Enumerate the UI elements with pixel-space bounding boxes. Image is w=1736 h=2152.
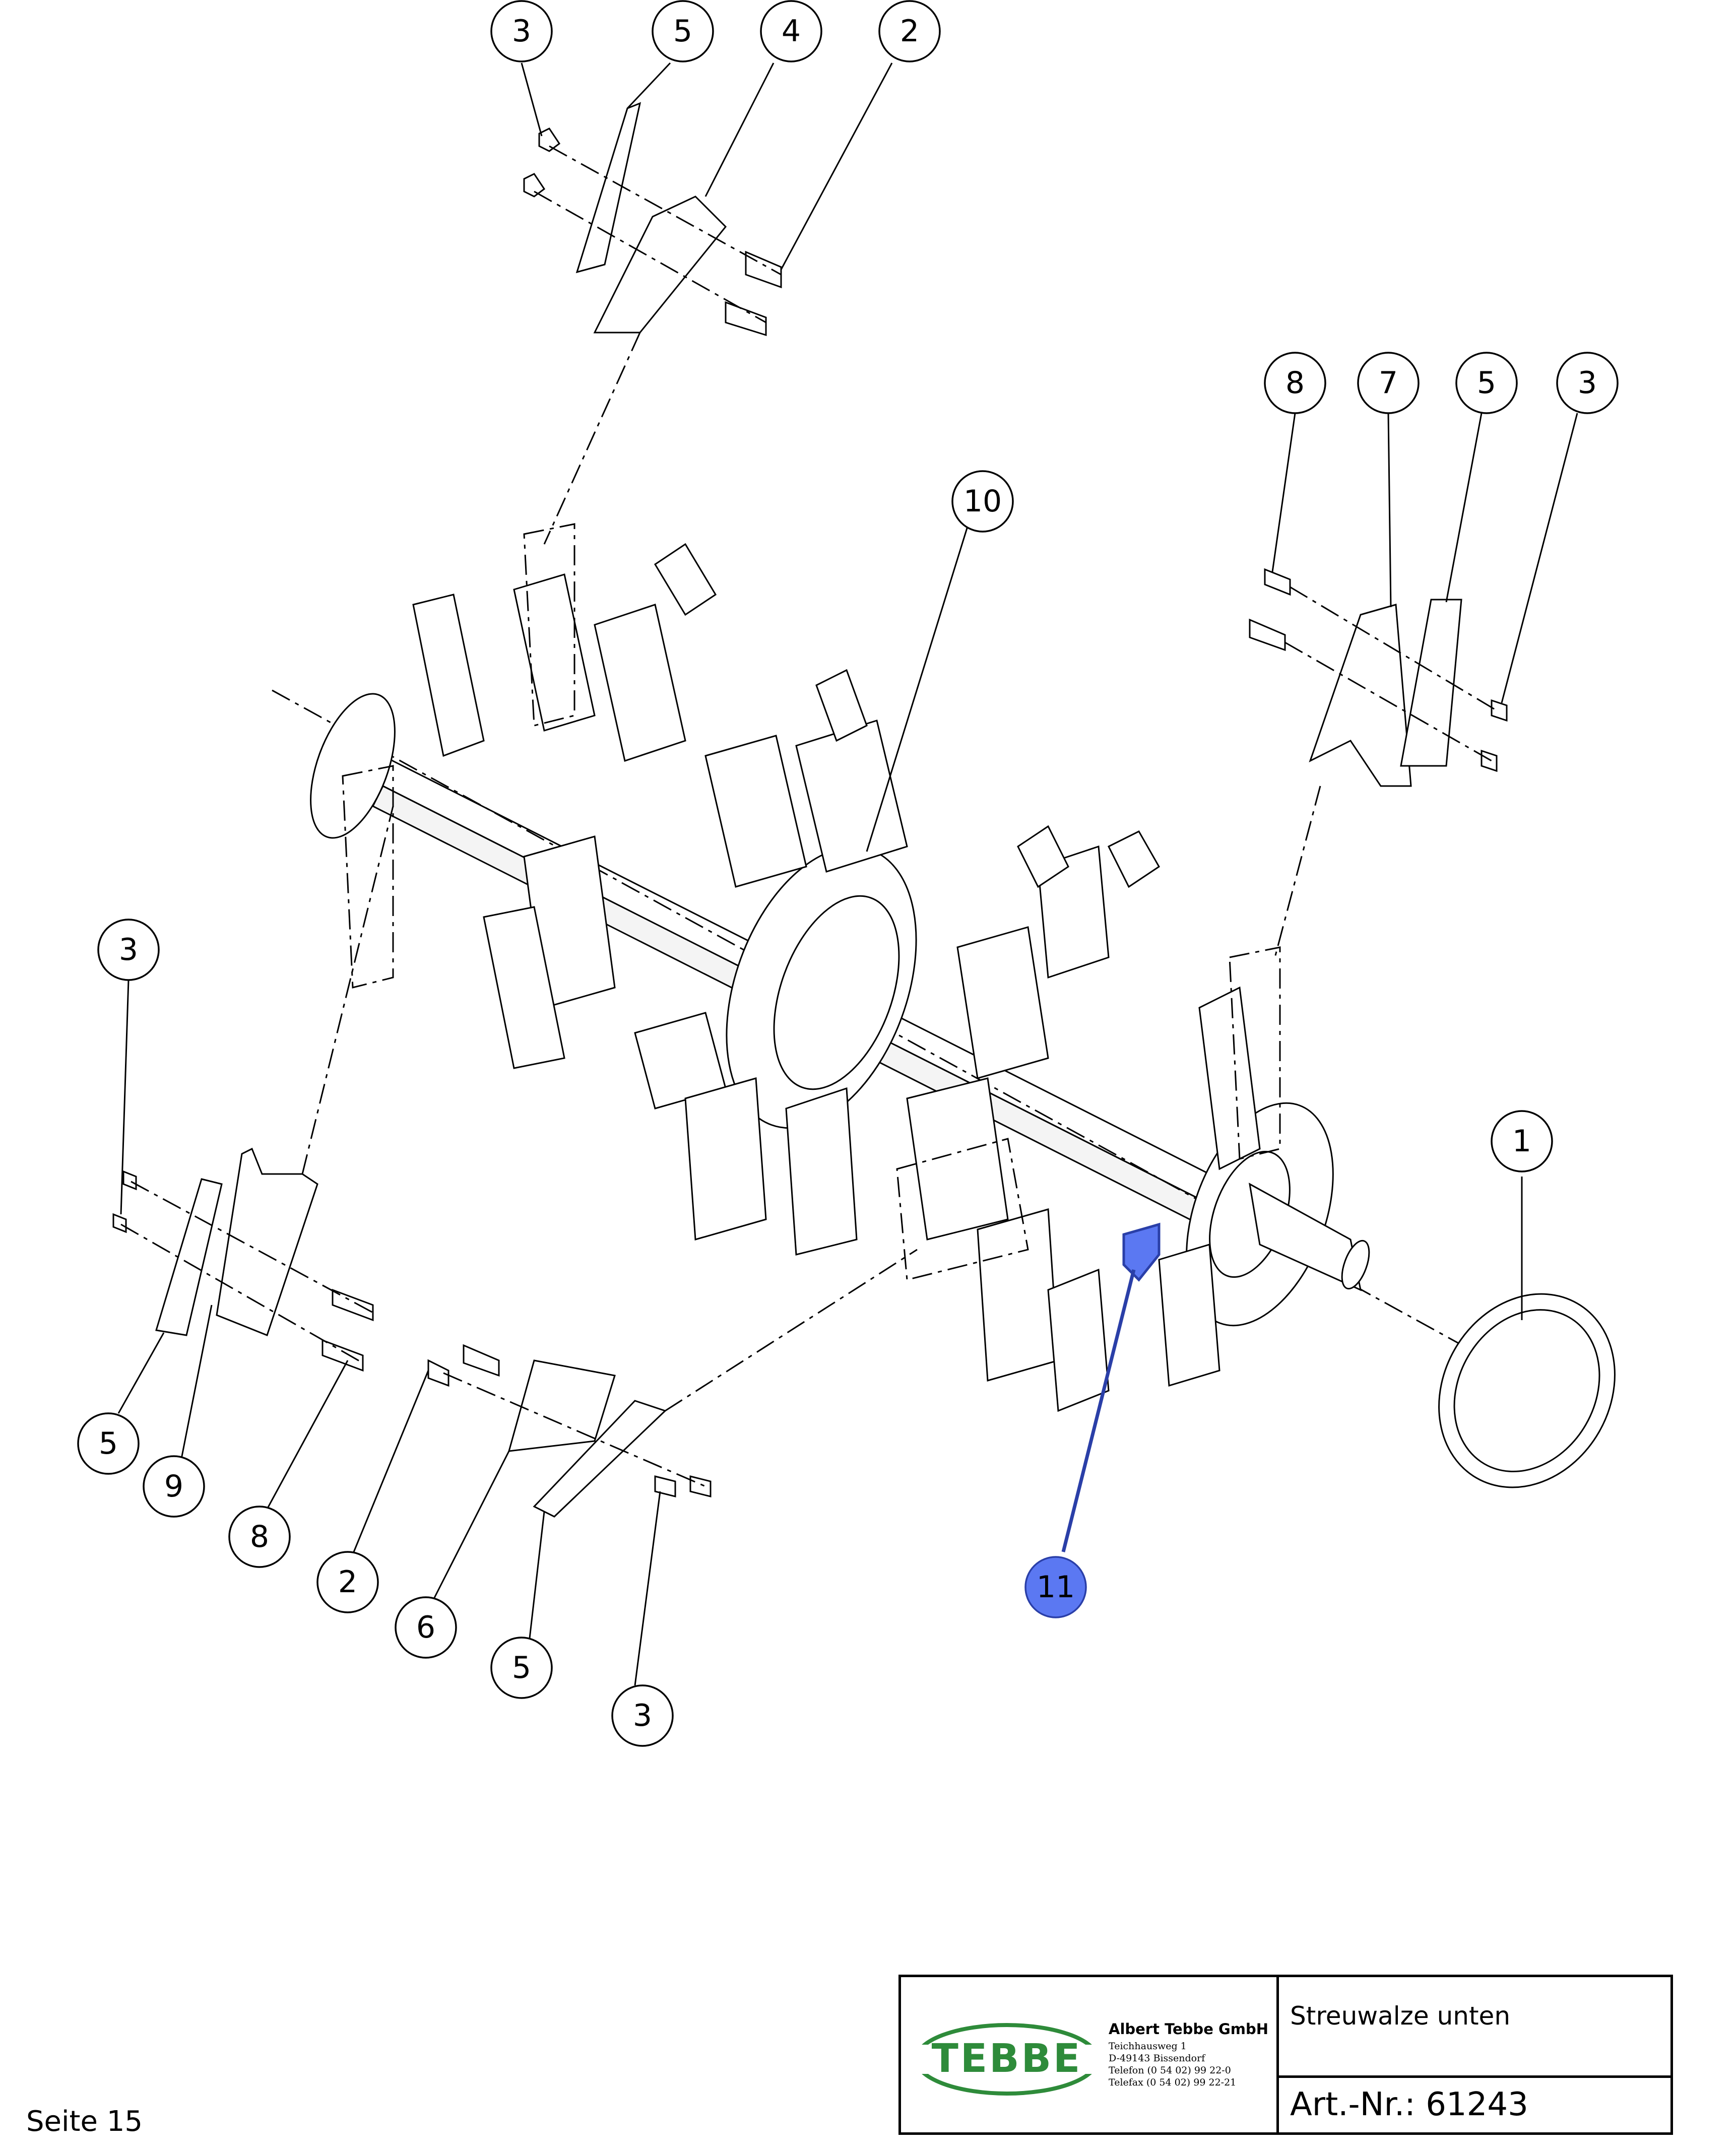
callout-10: 10	[951, 470, 1014, 533]
svg-text:2: 2	[338, 1564, 357, 1600]
svg-text:3: 3	[512, 14, 531, 49]
svg-text:TEBBE: TEBBE	[932, 2036, 1082, 2081]
svg-text:3: 3	[633, 1698, 652, 1733]
callout-3: 3	[611, 1684, 674, 1747]
callout-5: 5	[1455, 352, 1518, 414]
svg-text:6: 6	[416, 1610, 435, 1645]
callout-4: 4	[760, 0, 822, 62]
svg-text:3: 3	[119, 932, 138, 967]
company-name: Albert Tebbe GmbH	[1109, 2020, 1269, 2038]
fax-line: Telefax (0 54 02) 99 22-21	[1109, 2077, 1237, 2088]
svg-text:9: 9	[164, 1469, 183, 1504]
callout-5: 5	[77, 1412, 140, 1475]
callout-9: 9	[143, 1455, 205, 1518]
phone-line: Telefon (0 54 02) 99 22-0	[1109, 2065, 1231, 2076]
callout-8: 8	[1264, 352, 1326, 414]
svg-text:3: 3	[1578, 365, 1597, 401]
page-number: Seite 15	[26, 2105, 143, 2138]
svg-text:4: 4	[782, 14, 801, 49]
blade-kit-bottom	[427, 1249, 918, 1518]
svg-text:2: 2	[900, 14, 919, 49]
svg-text:8: 8	[250, 1519, 269, 1554]
address-line-2: D-49143 Bissendorf	[1109, 2053, 1205, 2064]
tebbe-logo: TEBBE	[911, 2023, 1103, 2096]
svg-text:7: 7	[1379, 365, 1398, 401]
svg-text:10: 10	[963, 484, 1002, 519]
blade-kit-right	[1249, 568, 1508, 958]
svg-text:5: 5	[673, 14, 692, 49]
svg-text:8: 8	[1285, 365, 1305, 401]
drawing-title: Streuwalze unten	[1290, 2001, 1511, 2031]
article-number-cell: Art.-Nr.: 61243	[1279, 2078, 1670, 2132]
callout-11-highlighted[interactable]: 11	[1024, 1556, 1087, 1618]
rotor-blades	[412, 543, 1261, 1412]
highlighted-part-11	[1122, 1222, 1161, 1282]
callout-3: 3	[97, 919, 160, 981]
callout-3: 3	[1556, 352, 1619, 414]
callout-6: 6	[395, 1596, 457, 1659]
blade-kit-left	[112, 806, 394, 1372]
callout-1: 1	[1491, 1110, 1553, 1172]
callout-2: 2	[316, 1551, 379, 1613]
svg-text:5: 5	[512, 1650, 531, 1685]
callout-8: 8	[228, 1506, 291, 1568]
svg-text:1: 1	[1512, 1124, 1531, 1159]
callout-5: 5	[490, 1637, 553, 1699]
svg-text:5: 5	[99, 1426, 118, 1461]
svg-text:5: 5	[1477, 365, 1496, 401]
spreader-roller-assembly	[272, 523, 1573, 1412]
svg-text:11: 11	[1037, 1570, 1075, 1605]
leader-lines	[117, 62, 1578, 1686]
title-block: TEBBE Albert Tebbe GmbH Teichhausweg 1 D…	[898, 1975, 1673, 2135]
address-line-1: Teichhausweg 1	[1109, 2041, 1187, 2052]
article-number: Art.-Nr.: 61243	[1290, 2086, 1528, 2123]
drawing-title-cell: Streuwalze unten	[1279, 1977, 1670, 2078]
blade-kit-top	[523, 102, 782, 545]
callout-3: 3	[490, 0, 553, 62]
callout-5: 5	[652, 0, 714, 62]
callout-2: 2	[878, 0, 941, 62]
company-cell: TEBBE Albert Tebbe GmbH Teichhausweg 1 D…	[901, 1977, 1279, 2132]
callout-7: 7	[1357, 352, 1420, 414]
